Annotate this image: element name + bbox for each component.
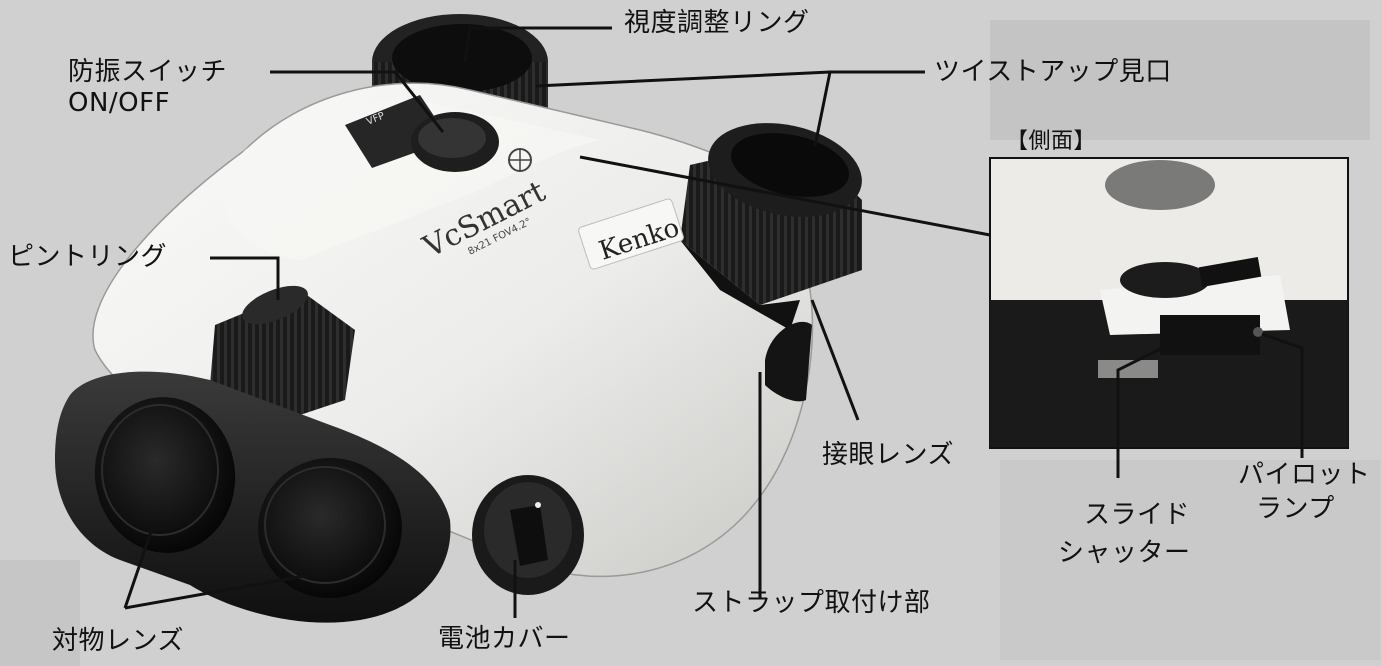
- brand-badge: Kenko: [578, 198, 684, 270]
- stabilizer-switch-illustration: VFP: [345, 95, 499, 172]
- label-battery-cover: 電池カバー: [438, 624, 571, 654]
- label-strap-mount: ストラップ取付け部: [692, 588, 931, 618]
- label-slide-shutter-line1: スライド: [1084, 500, 1191, 530]
- label-pilot-lamp-line2: ランプ: [1256, 494, 1335, 524]
- leader-objective-a: [123, 519, 157, 609]
- label-slide-shutter-line2: シャッター: [1058, 538, 1191, 568]
- label-twist-up-eyecup: ツイストアップ見口: [934, 57, 1172, 87]
- battery-cover-illustration: [472, 475, 584, 595]
- strap-mount-illustration: [765, 321, 812, 402]
- label-slide-shutter: スライド シャッター: [1058, 496, 1191, 572]
- leader-diopter-ring: [463, 26, 612, 63]
- label-stabilizer-switch-title: 防振スイッチ: [68, 57, 228, 87]
- leader-objective-b: [124, 573, 311, 610]
- leader-twist-up-b: [813, 71, 832, 147]
- label-stabilizer-switch-state: ON/OFF: [68, 88, 171, 118]
- label-objective-lens: 対物レンズ: [52, 626, 184, 656]
- binocular-illustration: VFP VcSmart 8x21 FOV4.2° Kenko: [55, 14, 862, 623]
- label-pilot-lamp-line1: パイロット: [1238, 460, 1371, 490]
- twist-up-eyecup-illustration: [680, 123, 862, 330]
- label-stabilizer-switch: 防振スイッチ ON/OFF: [68, 57, 227, 119]
- leader-pilot-lamp: [1261, 332, 1304, 458]
- body-upper-shade: [223, 99, 600, 260]
- label-side-view: 【側面】: [1006, 129, 1097, 154]
- label-diopter-ring: 視度調整リング: [624, 8, 810, 38]
- side-view-inset: [989, 157, 1349, 449]
- leader-stabilizer-switch: [270, 70, 445, 133]
- leader-side-view: [579, 155, 991, 237]
- leader-lines: [123, 26, 1304, 618]
- leader-focus-ring: [210, 256, 280, 300]
- label-pilot-lamp: パイロット ランプ: [1238, 458, 1371, 526]
- objective-lenses: [94, 397, 402, 599]
- label-focus-ring: ピントリング: [8, 242, 168, 272]
- label-eyepiece-lens: 接眼レンズ: [822, 440, 954, 470]
- leader-eyepiece: [810, 299, 860, 421]
- leader-slide-shutter: [1116, 343, 1169, 478]
